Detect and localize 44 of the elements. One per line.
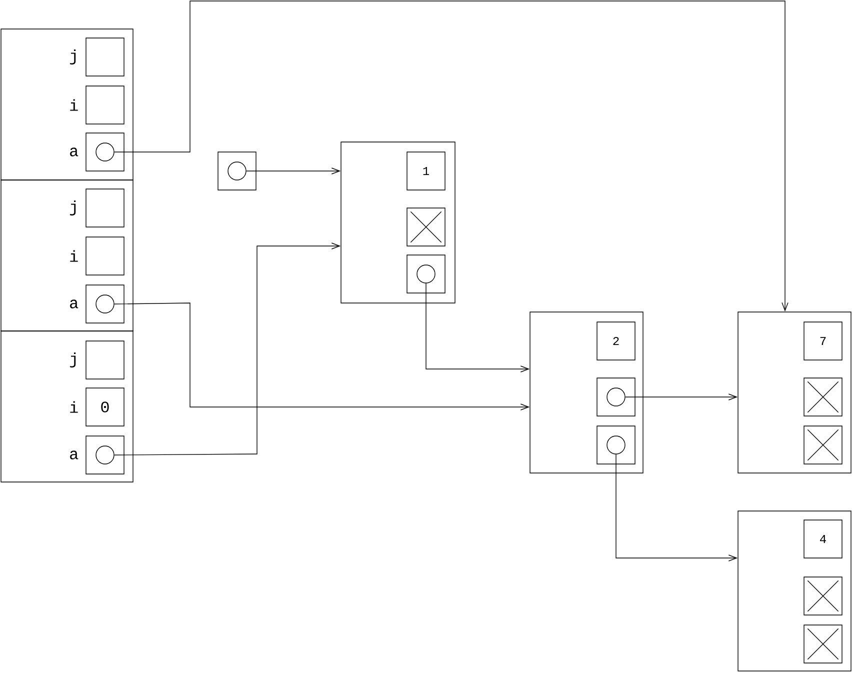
field-label: i [70, 99, 78, 111]
list-node-box [738, 312, 852, 474]
value-field: 1 [406, 152, 446, 190]
field-label: a [70, 300, 78, 308]
field-label: j [70, 352, 76, 368]
pointer-dot [96, 446, 114, 464]
value-field: 0 [86, 388, 124, 426]
value-field: 4 [804, 520, 842, 558]
pointer-arrow [246, 168, 341, 174]
null-field [804, 378, 842, 416]
pointer-arrow [114, 242, 341, 456]
value-field: 7 [804, 322, 842, 360]
field-box [596, 426, 636, 464]
null-field [804, 624, 842, 664]
value-field: 2 [596, 322, 636, 360]
pointer-field [218, 152, 256, 190]
pointer-dot [228, 162, 246, 180]
stack-frame [0, 330, 134, 482]
stack-frame [0, 180, 134, 332]
null-field [406, 208, 446, 246]
pointer-dot [606, 388, 626, 406]
list-node-box [340, 142, 456, 304]
field-label: j [70, 50, 76, 64]
pointer-arrow [114, 0, 788, 312]
null-field [804, 426, 842, 464]
pointer-arrow [616, 454, 738, 562]
pointer-dot [96, 294, 114, 314]
list-node-box [530, 312, 644, 474]
list-node-box [738, 510, 852, 672]
field-label: a [70, 148, 78, 156]
field-label: j [70, 200, 76, 216]
field-label: i [70, 401, 78, 413]
pointer-arrow [625, 394, 738, 400]
pointer-dot [96, 142, 114, 162]
field-box [596, 378, 636, 416]
pointer-arrow [114, 302, 530, 410]
field-label: a [70, 450, 78, 460]
pointer-dot [416, 264, 436, 284]
pointer-dot [606, 436, 626, 454]
field-box [406, 254, 446, 294]
stack-frame [0, 28, 134, 180]
null-field [804, 576, 842, 616]
pointer-arrow [426, 283, 530, 372]
field-label: i [70, 250, 78, 262]
